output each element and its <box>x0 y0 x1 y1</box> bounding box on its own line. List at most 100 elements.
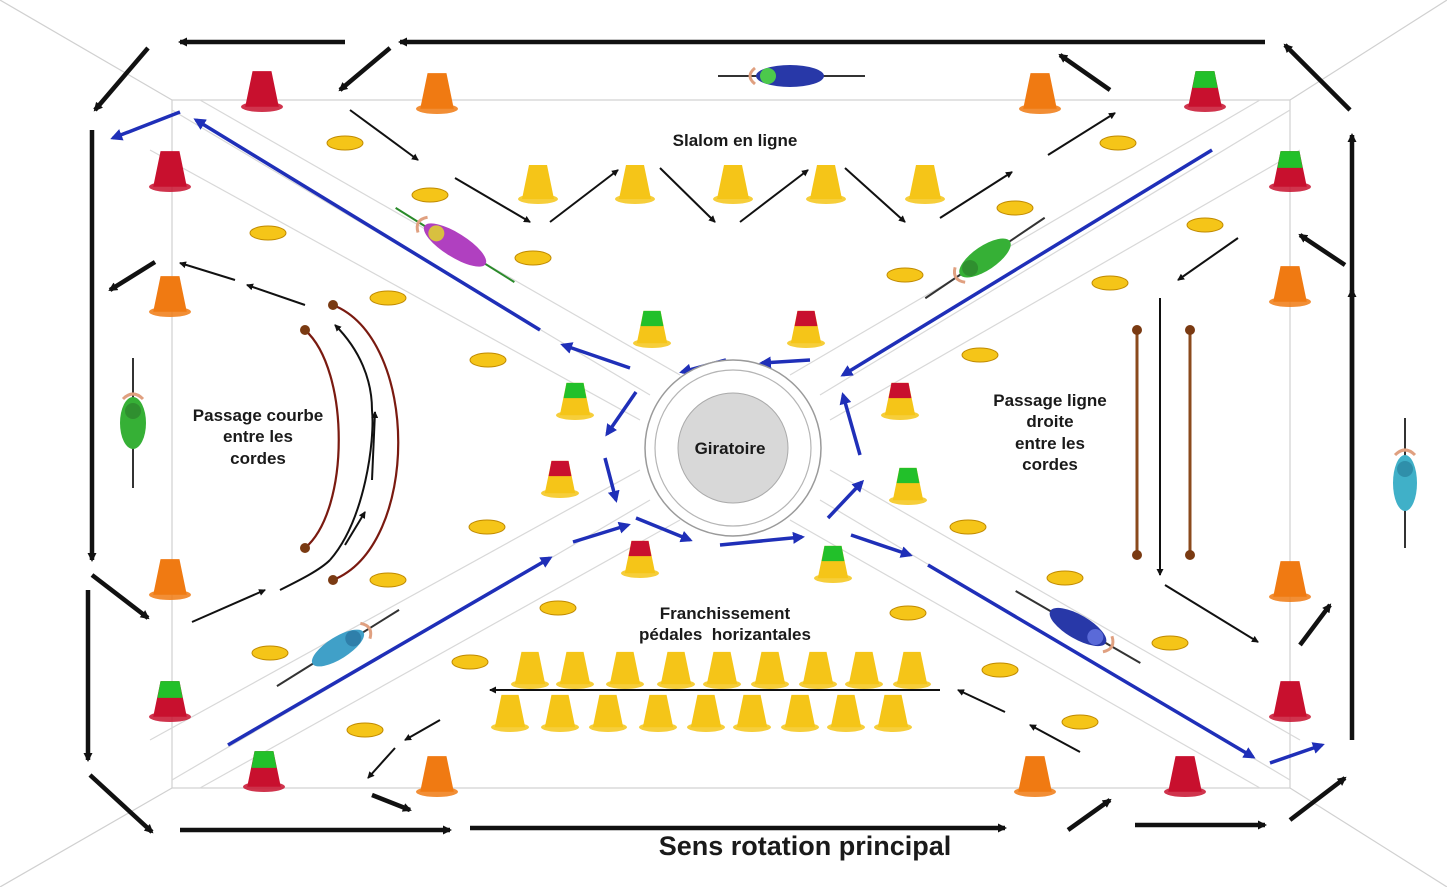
arrow-icon <box>1288 776 1347 822</box>
cyclist-icon <box>395 207 515 283</box>
arrow-icon <box>1058 53 1112 92</box>
label-courbe: Passage courbe entre les cordes <box>168 405 348 469</box>
flat-marker-icon <box>346 722 384 738</box>
cyclist-icon <box>1393 418 1417 548</box>
traffic-cone-icon <box>1269 681 1311 723</box>
traffic-cone-icon <box>799 651 837 689</box>
arrow-icon <box>719 531 805 547</box>
arrow-icon <box>88 773 154 834</box>
flat-marker-icon <box>886 267 924 283</box>
flat-marker-icon <box>369 290 407 306</box>
traffic-cone-icon <box>416 73 458 115</box>
arrow-icon <box>90 573 150 620</box>
flat-marker-icon <box>251 645 289 661</box>
flat-marker-icon <box>411 187 449 203</box>
arrow-icon <box>1047 112 1116 156</box>
arrow-icon <box>1164 584 1259 643</box>
traffic-cone-icon <box>1269 151 1311 193</box>
traffic-cone-icon <box>556 651 594 689</box>
traffic-cone-icon <box>893 651 931 689</box>
roundabout <box>644 359 822 537</box>
arrow-icon <box>572 521 631 544</box>
flat-marker-icon <box>249 225 287 241</box>
cyclist-icon <box>1015 590 1141 664</box>
arrow-icon <box>844 167 906 223</box>
traffic-cone-icon <box>881 382 919 420</box>
arrow-icon <box>344 511 366 546</box>
traffic-cone-icon <box>703 651 741 689</box>
flat-marker-icon <box>326 135 364 151</box>
arrow-icon <box>1177 237 1239 281</box>
arrow-icon <box>603 457 620 503</box>
flat-marker-icon <box>1151 635 1189 651</box>
arrow-icon <box>193 118 541 332</box>
cyclist-icon <box>924 216 1046 300</box>
traffic-cone-icon <box>149 559 191 601</box>
label-droite-line-4: cordes <box>1022 454 1078 474</box>
arrow-icon <box>840 148 1213 377</box>
arrow-icon <box>839 392 862 456</box>
label-franch-line-1: Franchissement <box>659 604 791 623</box>
traffic-cone-icon <box>416 756 458 798</box>
label-courbe-line-3: cordes <box>230 448 286 468</box>
traffic-cone-icon <box>556 382 594 420</box>
traffic-cone-icon <box>827 694 865 732</box>
traffic-cone-icon <box>781 694 819 732</box>
arrow-icon <box>371 792 412 813</box>
traffic-cone-icon <box>1184 71 1226 113</box>
traffic-cone-icon <box>511 651 549 689</box>
flat-marker-icon <box>996 200 1034 216</box>
arrow-icon <box>605 391 638 437</box>
arrow-icon <box>454 177 531 223</box>
traffic-cone-icon <box>615 165 655 204</box>
traffic-cone-icon <box>814 545 852 583</box>
arrow-icon <box>850 533 913 558</box>
flat-marker-icon <box>1099 135 1137 151</box>
flat-marker-icon <box>1186 217 1224 233</box>
traffic-cone-icon <box>845 651 883 689</box>
flat-marker-icon <box>949 519 987 535</box>
flat-marker-icon <box>451 654 489 670</box>
flat-markers-layer <box>249 135 1224 738</box>
flat-marker-icon <box>981 662 1019 678</box>
cyclist-icon <box>276 608 400 688</box>
rope-icon <box>304 329 340 549</box>
label-franch-line-2: pédales horizantales <box>639 625 811 645</box>
label-droite-line-3: entre les <box>1015 433 1085 453</box>
label-droite: Passage ligne droite entre les cordes <box>960 390 1140 475</box>
traffic-cone-icon <box>589 694 627 732</box>
arrow-icon <box>371 411 379 481</box>
arrow-icon <box>338 46 392 92</box>
label-slalom: Slalom en ligne <box>672 131 798 150</box>
arrow-icon <box>927 563 1256 759</box>
traffic-cone-icon <box>687 694 725 732</box>
traffic-cone-icon <box>621 540 659 578</box>
traffic-cone-icon <box>518 165 558 204</box>
traffic-cone-icon <box>1269 266 1311 308</box>
cyclist-icon <box>718 65 865 87</box>
rope-icon <box>332 303 400 582</box>
traffic-cone-icon <box>1269 561 1311 603</box>
curved-path-arrow <box>329 324 374 561</box>
traffic-cone-icon <box>1019 73 1061 115</box>
blue-arrows <box>110 110 1325 765</box>
flat-marker-icon <box>889 605 927 621</box>
arrow-icon <box>1066 798 1112 832</box>
label-courbe-line-2: entre les <box>223 427 293 447</box>
traffic-cone-icon <box>639 694 677 732</box>
arrow-icon <box>939 171 1013 219</box>
arrow-icon <box>1298 603 1332 647</box>
flat-marker-icon <box>1091 275 1129 291</box>
traffic-cone-icon <box>806 165 846 204</box>
flat-marker-icon <box>1046 570 1084 586</box>
flat-marker-icon <box>369 572 407 588</box>
traffic-cone-icon <box>713 165 753 204</box>
traffic-cone-icon <box>606 651 644 689</box>
traffic-cone-icon <box>241 71 283 113</box>
arrow-icon <box>179 261 236 281</box>
arrow-icon <box>93 46 150 112</box>
arrow-icon <box>1269 742 1325 765</box>
arrow-icon <box>659 167 716 223</box>
label-droite-line-2: droite <box>1026 412 1074 432</box>
